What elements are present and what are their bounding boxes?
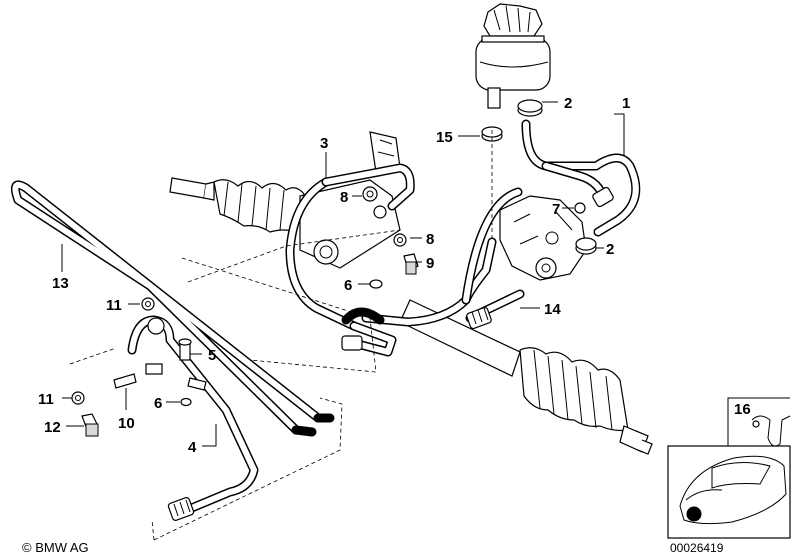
steering-rack-lower (399, 299, 653, 455)
callout-5: 5 (208, 347, 216, 364)
callout-12: 12 (44, 419, 61, 436)
callout-3: 3 (320, 135, 328, 152)
reservoir-tank (475, 3, 551, 109)
callout-11-lower: 11 (38, 391, 54, 408)
callout-2-upper: 2 (564, 95, 572, 112)
location-marker-dot (686, 506, 702, 522)
suction-hose (521, 119, 641, 237)
callout-14: 14 (544, 301, 561, 318)
bracket-inset (727, 397, 791, 447)
cooler-loop-hose (10, 180, 335, 437)
callout-16: 16 (734, 401, 751, 418)
callout-11-upper: 11 (106, 297, 122, 314)
callout-10: 10 (118, 415, 135, 432)
callout-15: 15 (436, 129, 453, 146)
callout-2-lower: 2 (606, 241, 614, 258)
callout-8-upper: 8 (340, 189, 348, 206)
callout-labels: 1 2 2 3 4 5 6 6 7 8 8 9 10 11 11 12 13 1… (38, 95, 751, 456)
callout-9: 9 (426, 255, 434, 272)
assembly-outline (69, 130, 493, 541)
callout-1: 1 (622, 95, 630, 112)
vehicle-location-inset (667, 445, 791, 539)
callout-4: 4 (188, 439, 197, 456)
callout-7: 7 (552, 201, 560, 218)
image-number: 00026419 (670, 541, 724, 555)
return-hose (127, 315, 259, 521)
copyright-label: © BMW AG (22, 540, 89, 555)
small-parts (71, 99, 597, 437)
feed-hose (341, 187, 525, 330)
callout-6-upper: 6 (344, 277, 352, 294)
callout-8-lower: 8 (426, 231, 434, 248)
leader-lines (61, 101, 625, 447)
steering-rack-upper (169, 131, 401, 269)
callout-6-lower: 6 (154, 395, 162, 412)
pressure-hose (285, 163, 415, 357)
power-steering-pump (499, 195, 587, 281)
callout-13: 13 (52, 275, 69, 292)
